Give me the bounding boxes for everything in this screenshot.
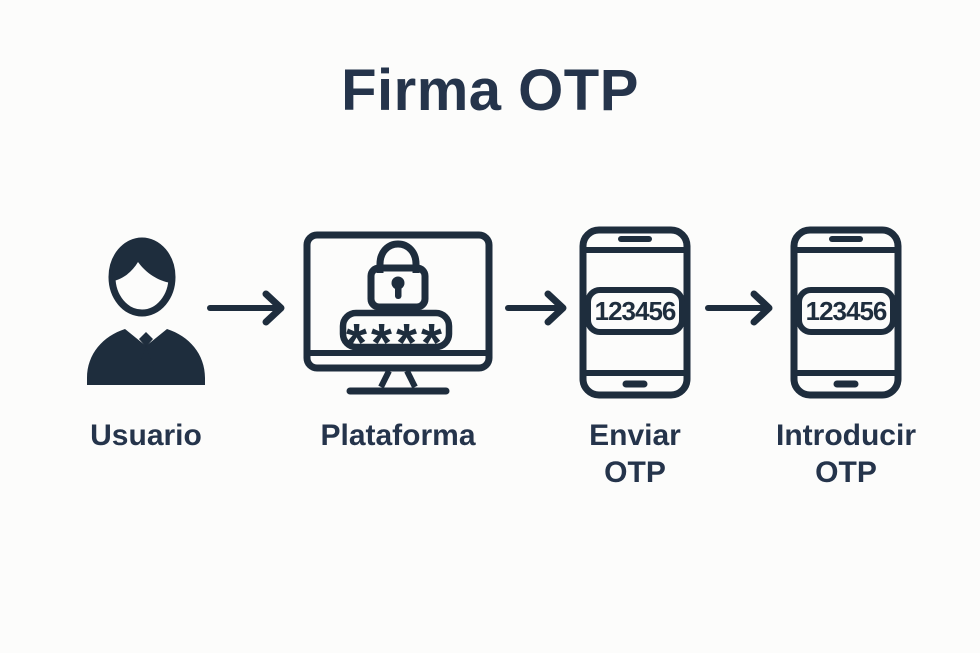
step-label: Enviar OTP: [589, 419, 681, 489]
monitor-lock-icon: [303, 231, 493, 395]
step-label: Usuario: [90, 419, 202, 452]
step-plataforma: **** Plataforma: [303, 231, 493, 454]
arrow-right-icon: [504, 288, 568, 328]
step-usuario: Usuario: [82, 235, 210, 454]
arrow-right-icon: [206, 288, 286, 328]
step-label: Plataforma: [320, 419, 476, 452]
step-enviar-otp: 123456 Enviar OTP: [578, 226, 692, 491]
businessman-icon: [87, 237, 205, 385]
smartphone-icon: [579, 226, 691, 399]
step-introducir-otp: 123456 Introducir OTP: [776, 226, 916, 491]
otp-code: 123456: [594, 295, 677, 326]
smartphone-icon: [790, 226, 902, 399]
arrow-right-icon: [704, 288, 774, 328]
password-mask: ****: [345, 313, 447, 373]
page-title: Firma OTP: [341, 58, 639, 123]
step-label: Introducir OTP: [776, 419, 916, 489]
otp-code: 123456: [805, 295, 888, 326]
